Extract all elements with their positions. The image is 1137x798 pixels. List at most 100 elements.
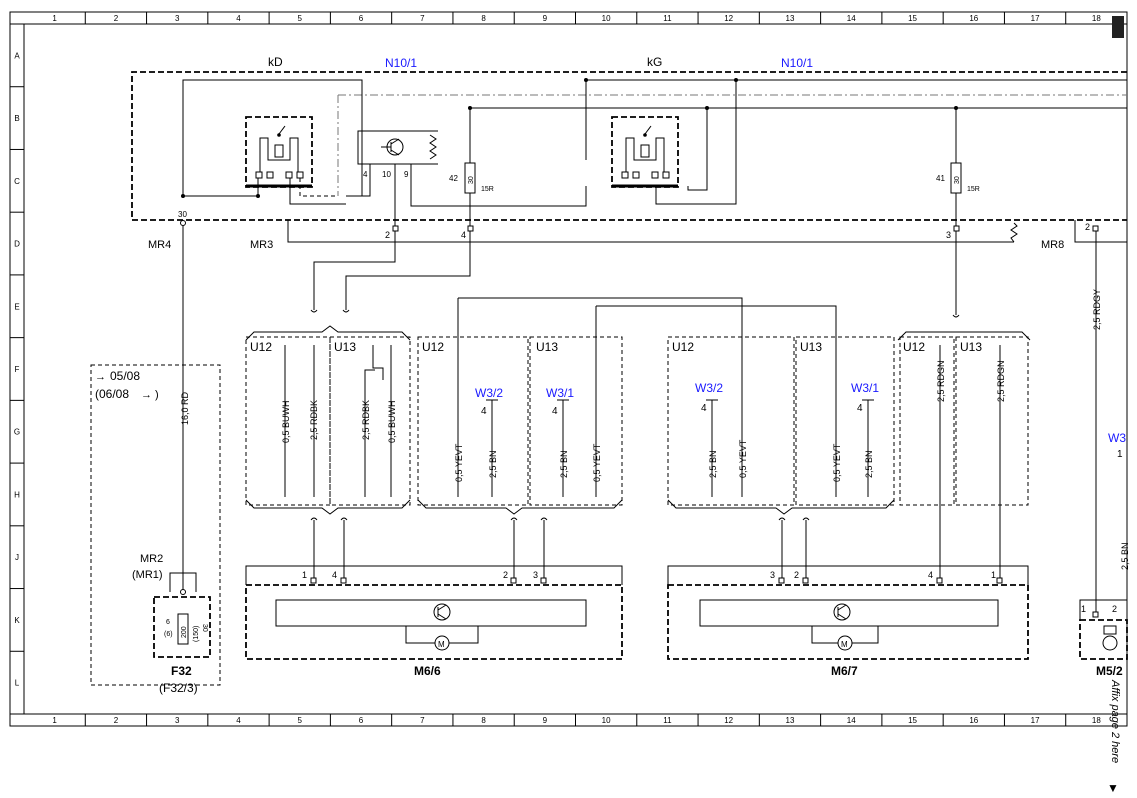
mr4-pin-30: 30 — [178, 210, 187, 219]
mr4-label: MR4 — [148, 239, 171, 251]
grid-column-label: 5 — [298, 716, 303, 725]
grid-column-label: 1 — [52, 14, 57, 23]
harness-links — [310, 517, 810, 580]
fuse-box-date-new: 05/08 — [110, 369, 140, 383]
fuse-box-name-alt: (F32/3) — [159, 681, 198, 695]
fuse-42: 30 42 15R — [449, 162, 494, 230]
fuse-42-15r: 15R — [481, 186, 494, 193]
grid-column-label: 4 — [236, 14, 241, 23]
grid-row-label: F — [15, 365, 20, 374]
grid-column-label: 2 — [114, 14, 119, 23]
fuse-42-rating: 30 — [468, 176, 475, 184]
pin-4-label: 4 — [363, 170, 368, 179]
fuse-pin-6: 6 — [166, 619, 170, 626]
wire-label-6: 2,5 BN — [488, 450, 498, 478]
grid-column-label: 6 — [359, 716, 364, 725]
fuse-41-rating: 30 — [954, 176, 961, 184]
side-note: Affix page 2 here ▼ — [1107, 16, 1124, 795]
ground-w32-b-pin: 4 — [701, 403, 707, 414]
motor-m67-symbol: M — [841, 640, 848, 649]
fuse-41: 30 41 15R — [936, 162, 980, 315]
fuse-41-15r: 15R — [967, 186, 980, 193]
drawing-frame — [9, 11, 1128, 727]
u13-label-3: U13 — [800, 340, 822, 354]
grid-column-label: 14 — [847, 14, 856, 23]
grid-column-label: 10 — [602, 716, 611, 725]
wire-label-2: 2,5 RDBK — [309, 400, 319, 440]
grid-column-label: 17 — [1031, 716, 1040, 725]
m67-pin-1: 1 — [991, 570, 996, 580]
pin-10-label: 10 — [382, 170, 391, 179]
motor-m5-edge: 1 2 M5/2 — [1079, 599, 1128, 678]
m5-pin-1: 1 — [1081, 604, 1086, 614]
grid-column-label: 12 — [724, 716, 733, 725]
grid-column-label: 13 — [786, 14, 795, 23]
m66-pin-1: 1 — [302, 570, 307, 580]
plug-group-4: U12 U13 — [897, 331, 1031, 506]
grid-column-label: 16 — [969, 14, 978, 23]
motor-m66-label: M6/6 — [414, 664, 441, 678]
kd-label: kD — [268, 55, 283, 69]
wire-label-14: 2,5 RDGN — [996, 360, 1006, 402]
grid-column-label: 9 — [543, 14, 548, 23]
u12-label-1: U12 — [250, 340, 272, 354]
grid-column-label: 3 — [175, 14, 180, 23]
wire-label-3: 2,5 RDBK — [361, 400, 371, 440]
fuse-amps: 200 — [181, 626, 188, 638]
wire-label-5: 0,5 YEVT — [454, 443, 464, 482]
ground-w31-a-pin: 4 — [552, 406, 558, 417]
plug-group-3: U12 U13 — [667, 336, 895, 515]
grid-column-label: 9 — [543, 716, 548, 725]
u13-label-4: U13 — [960, 340, 982, 354]
wire-labels: 0,5 BUWH 2,5 RDBK 2,5 RDBK 0,5 BUWH 0,5 … — [281, 289, 1130, 570]
grid-column-label: 13 — [786, 716, 795, 725]
grid-column-label: 2 — [114, 716, 119, 725]
plug-wires — [284, 297, 1001, 580]
m67-pin-3: 3 — [770, 570, 775, 580]
wire-label-8: 0,5 YEVT — [592, 443, 602, 482]
grid-column-label: 7 — [420, 14, 425, 23]
fuse-pin-30: 30 — [201, 624, 208, 632]
ground-w32-a: W3/2 — [475, 386, 503, 400]
u12-label-3: U12 — [672, 340, 694, 354]
pin-9-label: 9 — [404, 170, 409, 179]
fuse-box-date-old: (06/08 — [95, 387, 129, 401]
plug-group-2: U12 U13 — [417, 336, 623, 515]
grid-column-label: 3 — [175, 716, 180, 725]
grid-row-label: G — [14, 428, 20, 437]
ground-w31-b-pin: 4 — [857, 403, 863, 414]
u13-label-1: U13 — [334, 340, 356, 354]
relay-right — [611, 116, 679, 188]
n10-module: kD N10/1 kG N10/1 — [131, 55, 1127, 315]
side-note-text: Affix page 2 here — [1109, 679, 1121, 763]
motor-m5-label: M5/2 — [1096, 664, 1123, 678]
m66-pin-3: 3 — [533, 570, 538, 580]
grid-column-label: 1 — [52, 716, 57, 725]
grid-column-label: 18 — [1092, 716, 1101, 725]
wire-label-9: 2,5 BN — [708, 450, 718, 478]
grid-column-label: 7 — [420, 716, 425, 725]
fuse-box-f32: → 05/08 (06/08 → ) 16,0 RD MR2 (MR1) 200… — [90, 226, 221, 695]
wire-label-1: 0,5 BUWH — [281, 400, 291, 443]
grid-row-label: L — [15, 679, 20, 688]
fuse-box-wire: 16,0 RD — [180, 391, 190, 425]
fuse-42-pin: 42 — [449, 174, 458, 183]
m66-pin-2: 2 — [503, 570, 508, 580]
grid-column-label: 16 — [969, 716, 978, 725]
grid-row-label: D — [14, 240, 20, 249]
fuse-box-arrow-1: → — [95, 371, 106, 383]
mr8-pin-2: 2 — [1085, 222, 1090, 232]
plug-group-1: U12 U13 — [245, 325, 411, 515]
side-note-arrow: ▼ — [1107, 781, 1119, 795]
fuse-amps-alt: (150) — [193, 626, 200, 642]
wire-label-7: 2,5 BN — [559, 450, 569, 478]
grid-column-label: 15 — [908, 14, 917, 23]
control-unit-block: 4 10 9 — [357, 130, 587, 229]
motor-m66: M M6/6 1 4 2 3 — [245, 565, 623, 678]
mr3-label: MR3 — [250, 239, 273, 251]
wire-label-11: 0,5 YEVT — [832, 443, 842, 482]
